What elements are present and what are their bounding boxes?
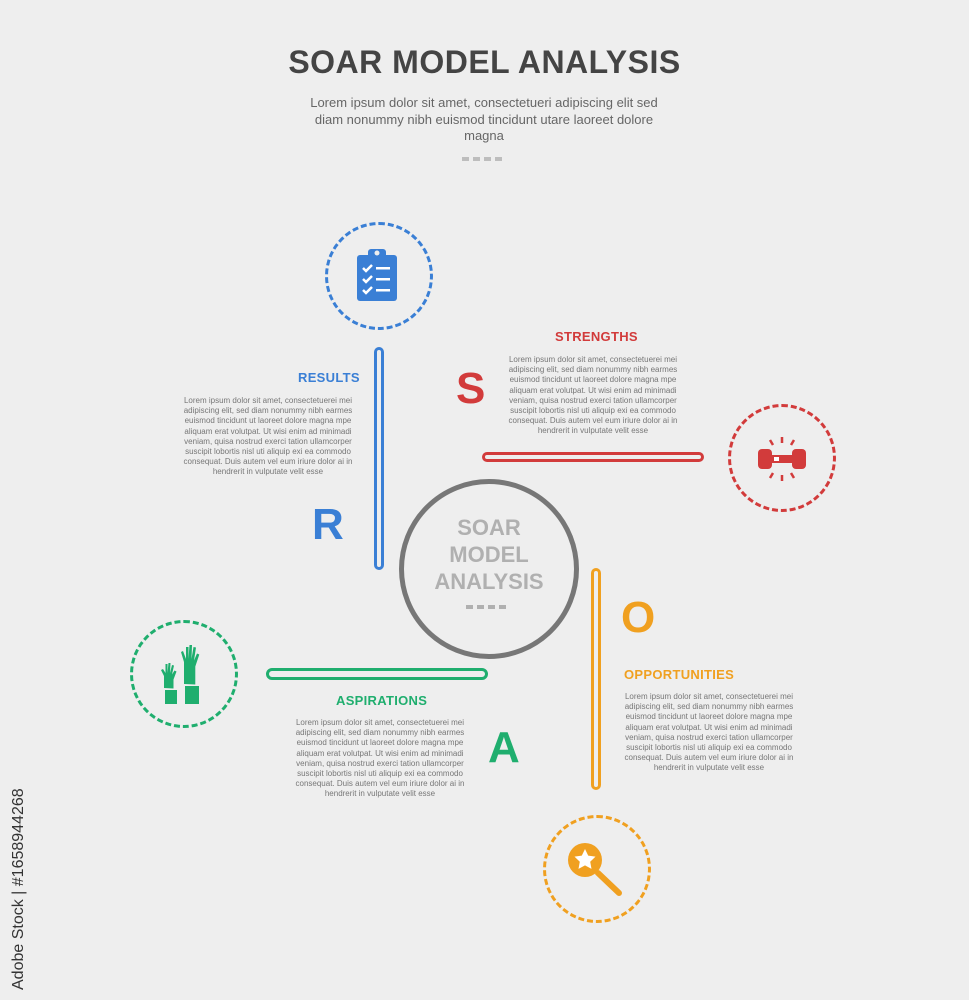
results-letter: R — [312, 500, 344, 549]
strengths-text: Lorem ipsum dolor sit amet, consectetuer… — [508, 355, 678, 436]
page-title: SOAR MODEL ANALYSIS — [288, 44, 681, 80]
results-heading: RESULTS — [298, 370, 360, 385]
aspirations-text: Lorem ipsum dolor sit amet, consectetuer… — [295, 718, 465, 799]
dumbbell-icon — [758, 437, 806, 481]
opportunities-letter: O — [621, 593, 656, 642]
center-circle — [399, 479, 579, 659]
title-divider-dots — [462, 157, 502, 161]
aspirations-heading: ASPIRATIONS — [336, 693, 428, 708]
results-icon-ring — [325, 222, 433, 330]
center-label-line1: SOAR — [457, 515, 521, 540]
results-text: Lorem ipsum dolor sit amet, consectetuer… — [183, 396, 353, 477]
aspirations-icon-ring — [130, 620, 238, 728]
star-magnifier-icon — [568, 843, 622, 896]
center-label-line2: MODEL — [449, 542, 529, 567]
aspirations-bar — [266, 668, 488, 680]
aspirations-letter: A — [488, 723, 520, 772]
page-subtitle: Lorem ipsum dolor sit amet, consectetuer… — [310, 95, 658, 143]
raised-hands-icon — [161, 645, 200, 704]
center-label: SOAR MODEL ANALYSIS — [414, 514, 564, 595]
strengths-heading: STRENGTHS — [555, 329, 638, 344]
results-bar — [374, 347, 384, 570]
opportunities-text: Lorem ipsum dolor sit amet, consectetuer… — [624, 692, 794, 773]
center-label-line3: ANALYSIS — [434, 569, 544, 594]
strengths-icon-ring — [728, 404, 836, 512]
opportunities-icon-ring — [543, 815, 651, 923]
opportunities-heading: OPPORTUNITIES — [624, 667, 735, 682]
strengths-bar — [482, 452, 704, 462]
opportunities-bar — [591, 568, 601, 790]
stock-watermark: Adobe Stock | #1658944268 — [10, 788, 27, 990]
strengths-letter: S — [456, 364, 486, 413]
center-divider-dots — [466, 605, 506, 609]
clipboard-checklist-icon — [357, 249, 397, 301]
